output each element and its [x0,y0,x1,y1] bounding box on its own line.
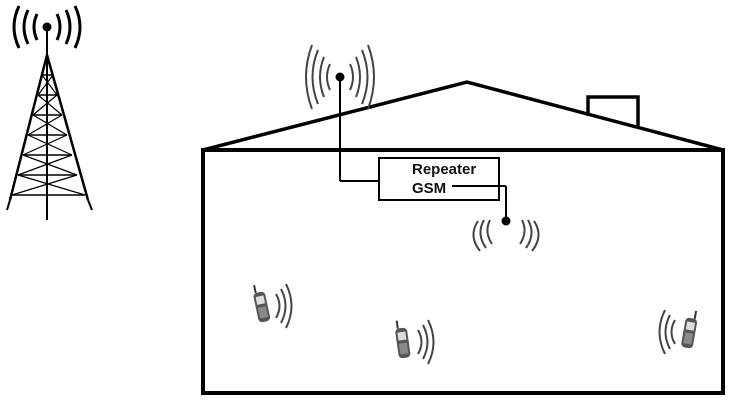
signal-waves-icon [12,5,82,49]
indoor-antenna-icon [452,185,511,226]
repeater-label-line2: GSM [412,180,447,197]
house-outline [201,80,725,395]
cell-tower-icon [6,22,93,220]
phone-signal-waves-icon [275,283,293,329]
antenna-signal-waves-icon [305,44,375,110]
repeater-label-line1: Repeater [412,161,477,178]
antenna-icon [335,72,378,182]
phone-signal-waves-icon [417,319,435,365]
repeater-box [378,157,500,201]
phone-signal-waves-icon [658,309,676,355]
mobile-phone-icon [253,284,271,323]
mobile-phone-icon [681,310,698,349]
mobile-phone-icon [395,320,411,359]
indoor-signal-waves-icon [472,219,540,252]
